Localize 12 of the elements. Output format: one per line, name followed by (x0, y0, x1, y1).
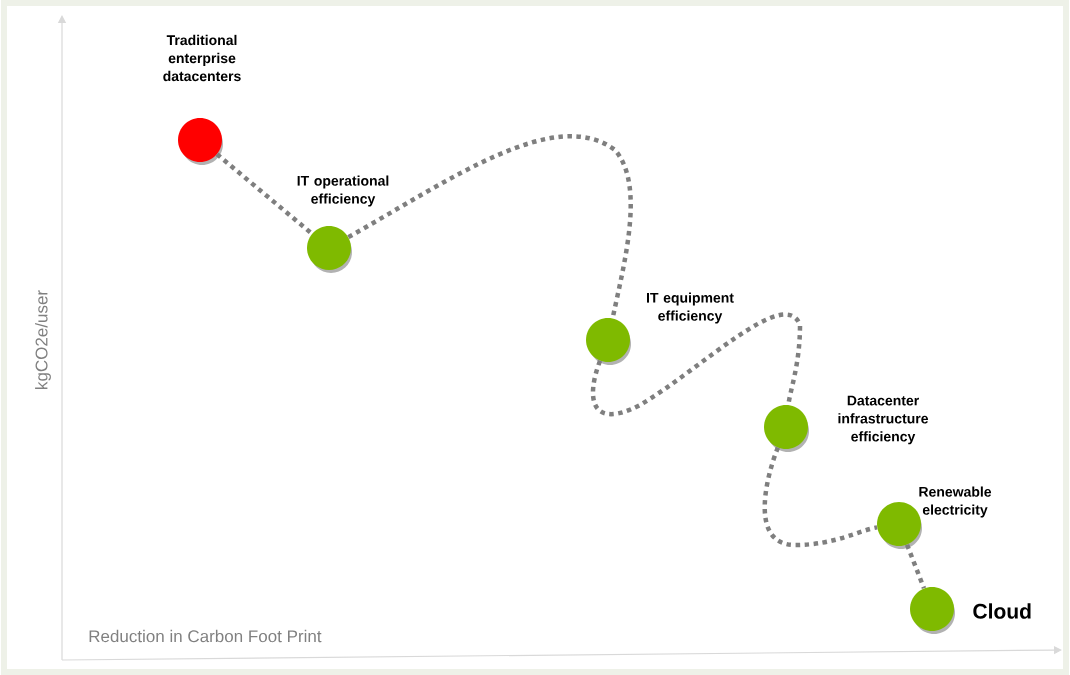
node-label: IT operational efficiency (297, 175, 389, 207)
dotted-connector (762, 446, 878, 548)
axis-label: kgCO2e/user (35, 290, 51, 389)
dotted-connector (590, 312, 803, 417)
axis-label: Reduction in Carbon Foot Print (89, 629, 322, 643)
node-label: Renewable electricity (919, 486, 992, 518)
dotted-connector (215, 152, 314, 236)
dotted-connector (904, 543, 927, 590)
node-label: Datacenter infrastructure efficiency (838, 395, 929, 445)
node-label: IT equipment efficiency (647, 292, 734, 324)
node-label: Traditional enterprise datacenters (163, 34, 241, 82)
node-label: Cloud (973, 603, 1031, 619)
